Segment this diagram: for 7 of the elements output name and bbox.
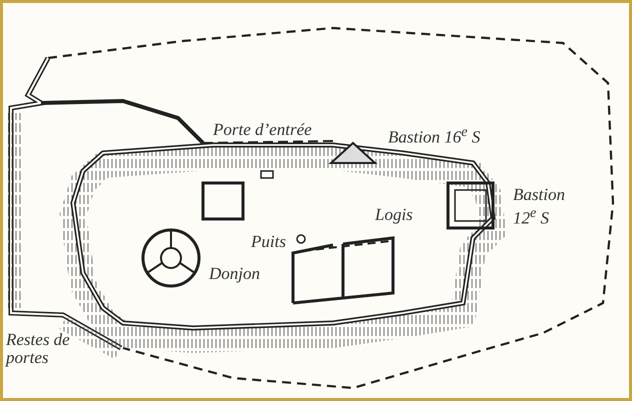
place-label: Restes de portes — [6, 331, 71, 367]
place-label: Donjon — [209, 265, 260, 283]
place-label: Bastion 16$^{e}$ S — [388, 123, 480, 147]
place-label: Logis — [375, 206, 413, 224]
place-label: Porte d’entrée — [213, 121, 312, 139]
place-label: Puits — [251, 233, 286, 251]
place-label: Bastion 12$^{e}$ S — [513, 186, 566, 228]
